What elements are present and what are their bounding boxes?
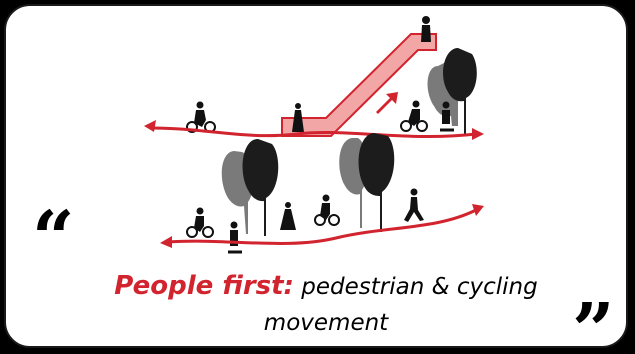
- caption-text: People first: pedestrian & cycling movem…: [66, 268, 586, 341]
- cyclist-icon: [186, 101, 216, 133]
- movement-illustration: [144, 16, 484, 254]
- walker-icon: [280, 202, 296, 230]
- cyclist-icon: [186, 207, 214, 238]
- tree-icon: [427, 48, 477, 136]
- tree-icon: [339, 133, 395, 232]
- two-way-path-icon: [160, 204, 484, 248]
- scooter-rider-icon: [440, 101, 454, 132]
- caption-line2: movement: [263, 310, 389, 336]
- two-way-path-icon: [144, 120, 484, 140]
- quote-card: “ People first: pedestrian & cycling mov…: [4, 4, 628, 348]
- cyclist-icon: [400, 100, 428, 132]
- opening-quote-icon: “: [32, 196, 75, 282]
- closing-quote-icon: ”: [572, 288, 615, 348]
- caption-emphasis: People first:: [114, 271, 294, 301]
- scooter-rider-icon: [228, 221, 242, 254]
- escalator-icon: [281, 16, 437, 137]
- tree-icon: [221, 139, 279, 236]
- caption-line1: pedestrian & cycling: [301, 274, 538, 300]
- walker-icon: [404, 188, 424, 222]
- cyclist-icon: [314, 194, 340, 226]
- upward-arrow-icon: [376, 92, 398, 114]
